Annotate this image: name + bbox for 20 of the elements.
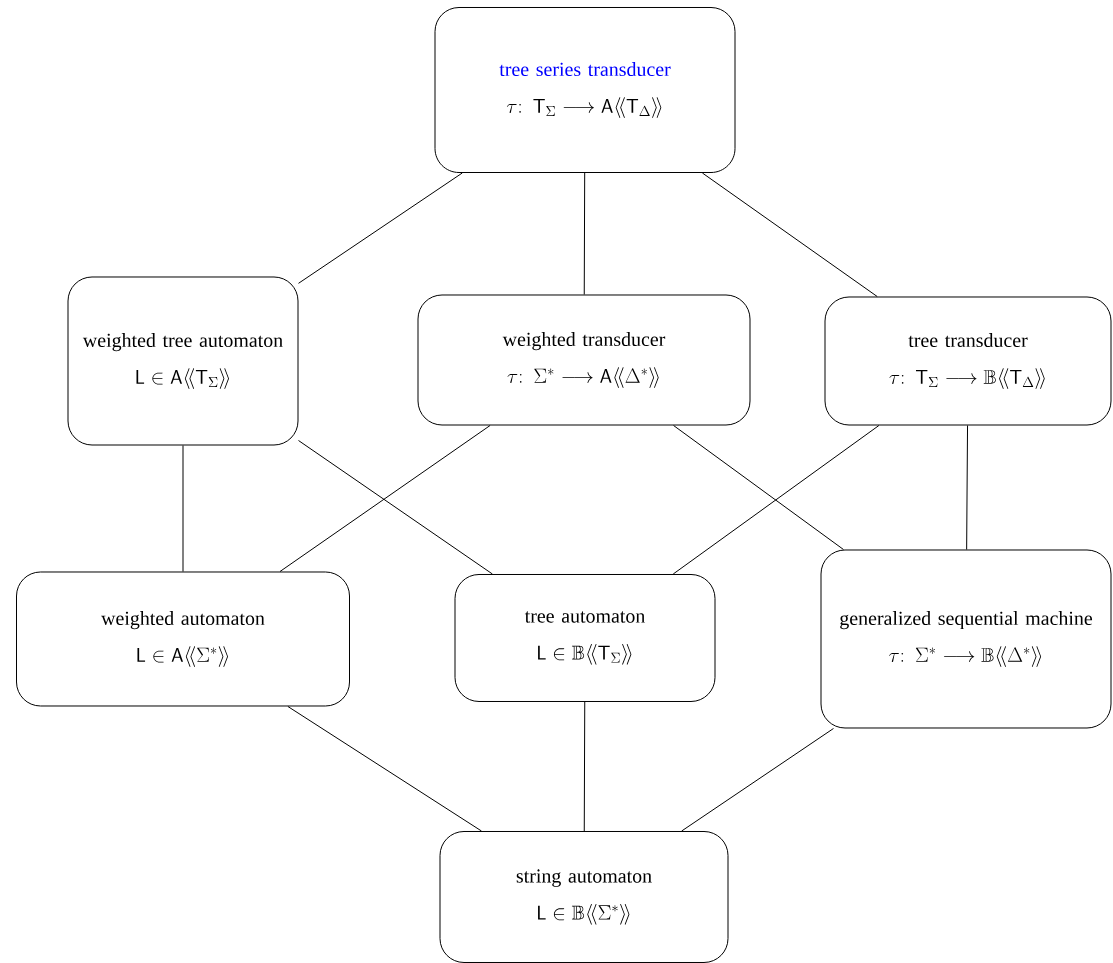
- connector-line: [681, 728, 834, 832]
- connector-line: [298, 172, 463, 284]
- connector-line: [583, 701, 586, 832]
- connector-line: [287, 706, 482, 832]
- connector-line: [279, 425, 491, 572]
- connector-line: [966, 425, 969, 550]
- connector-line: [673, 425, 844, 550]
- automaton-box: tree automaton $\mathsf{L} \in \mathbb{B}\langle\!\langle \mathsf{T}_{\Sigma} \rangle\!\rangle$: [454, 574, 716, 702]
- automaton-box: string automaton $\mathsf{L} \in \mathbb{B}\langle\!\langle \Sigma^* \rangle\!\rangle$: [439, 831, 729, 963]
- connector-line: [701, 172, 878, 297]
- automaton-box: weighted automaton $\mathsf{L} \in \mathsf{A}\langle\!\langle \Sigma^* \rangle\!\rangle$: [16, 571, 350, 707]
- connector-line: [672, 425, 880, 575]
- automaton-box: weighted tree automaton $\mathsf{L} \in \mathsf{A}\langle\!\langle \mathsf{T}_{\Sigma} \rangle\!\rangle$: [67, 276, 299, 446]
- connector-line: [583, 172, 586, 295]
- automaton-box: weighted transducer $\tau\colon\ \Sigma^* \longrightarrow \mathsf{A}\langle\!\langle \Delta^* \rangle\!\rangle$: [417, 294, 751, 426]
- connector-line: [298, 440, 493, 575]
- automaton-box: tree transducer $\tau\colon\ \mathsf{T}_{\Sigma} \longrightarrow \mathbb{B}\langle\!\langle \mathsf{T}_{\Delta} \rangle\!\rangle$: [824, 296, 1112, 426]
- connector-line: [182, 445, 184, 572]
- automaton-box: generalized sequential machine $\tau\colon\ \Sigma^* \longrightarrow \mathbb{B}\langle\!\langle \Delta^* \rangle\!\rangle$: [820, 549, 1112, 729]
- automaton-box: tree series transducer $\tau\colon\ \mathsf{T}_{\Sigma} \longrightarrow \mathsf{A}\langle\!\langle \mathsf{T}_{\Delta} \rangle\!\rangle$: [434, 7, 736, 173]
